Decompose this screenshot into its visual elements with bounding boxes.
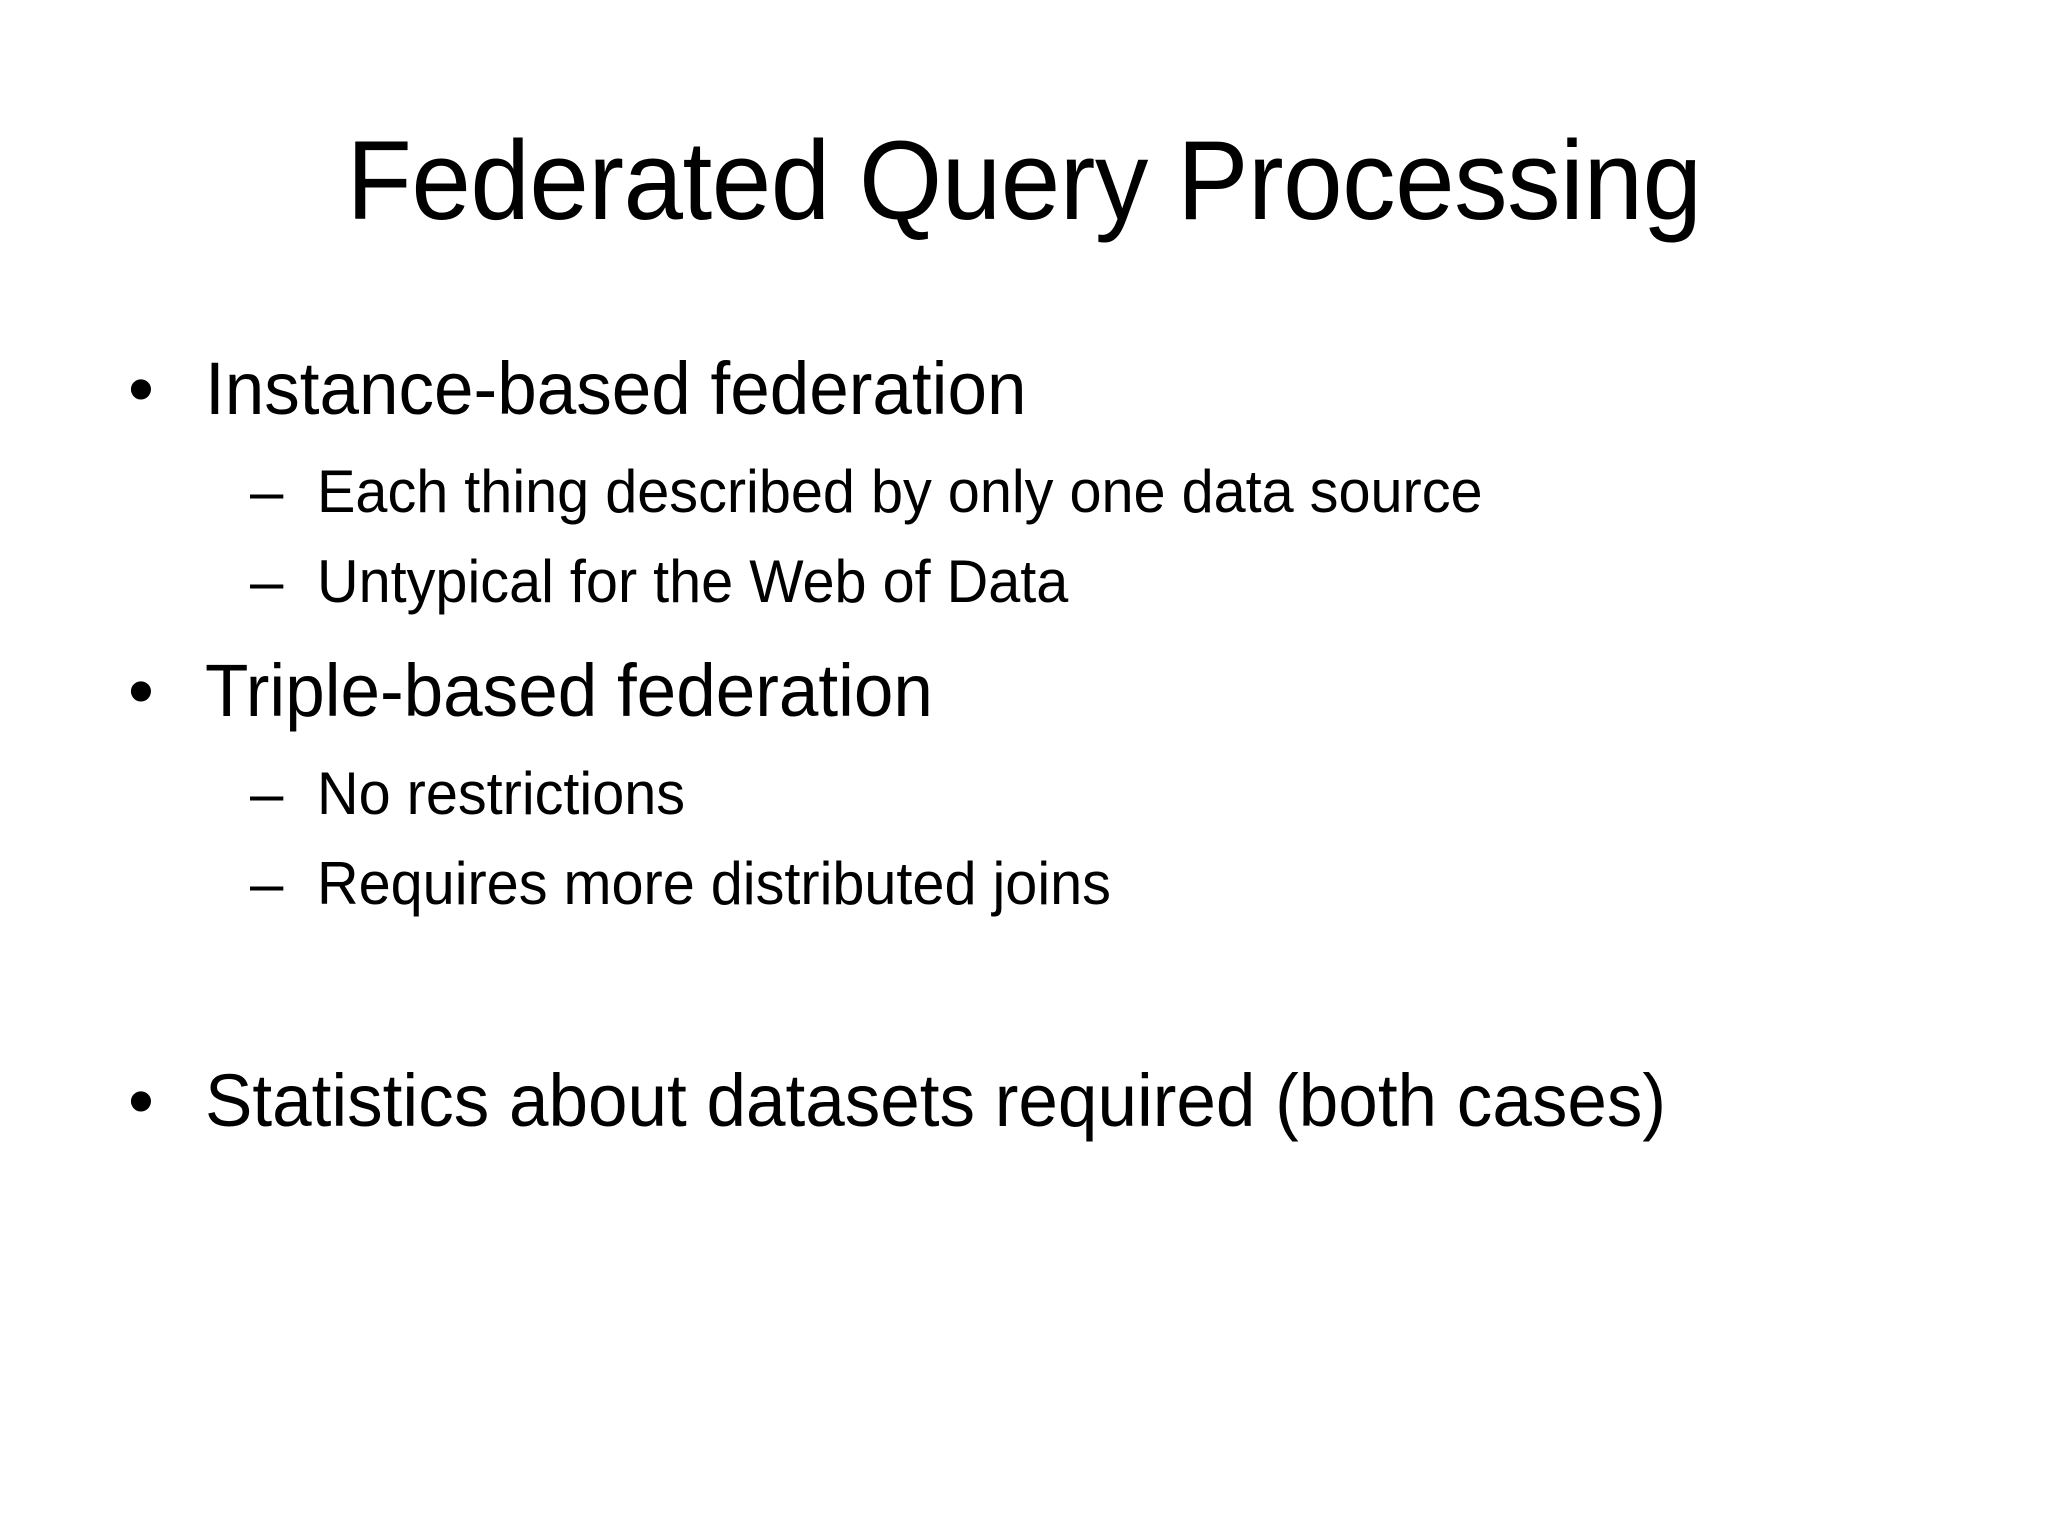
- subbullet-text: Each thing described by only one data so…: [317, 458, 1483, 525]
- dash-icon: –: [250, 458, 284, 525]
- dash-icon: –: [250, 548, 284, 615]
- slide-body-content: • Instance-based federation – Each thing…: [120, 352, 1960, 1162]
- bullet-item-triple-based-federation: • Triple-based federation: [120, 654, 1960, 728]
- subbullet-item-each-thing-described: – Each thing described by only one data …: [250, 462, 1960, 522]
- subbullet-text: Untypical for the Web of Data: [317, 548, 1069, 615]
- bullet-text: Statistics about datasets required (both…: [205, 1059, 1667, 1142]
- bullet-text: Triple-based federation: [205, 649, 933, 732]
- bullet-dot-icon: •: [128, 347, 154, 430]
- slide-title: Federated Query Processing: [346, 118, 1702, 243]
- dash-icon: –: [250, 760, 284, 827]
- subbullet-text: Requires more distributed joins: [317, 850, 1111, 917]
- subbullet-text: No restrictions: [317, 760, 686, 827]
- blank-line-spacer: [120, 944, 1960, 1064]
- subbullet-item-untypical-web-of-data: – Untypical for the Web of Data: [250, 552, 1960, 612]
- dash-icon: –: [250, 850, 284, 917]
- bullet-item-instance-based-federation: • Instance-based federation: [120, 352, 1960, 426]
- bullet-item-statistics-about-datasets: • Statistics about datasets required (bo…: [120, 1064, 1960, 1138]
- subbullet-item-no-restrictions: – No restrictions: [250, 764, 1960, 824]
- bullet-dot-icon: •: [128, 1059, 154, 1142]
- bullet-dot-icon: •: [128, 649, 154, 732]
- bullet-text: Instance-based federation: [205, 347, 1027, 430]
- subbullet-item-requires-distributed-joins: – Requires more distributed joins: [250, 854, 1960, 914]
